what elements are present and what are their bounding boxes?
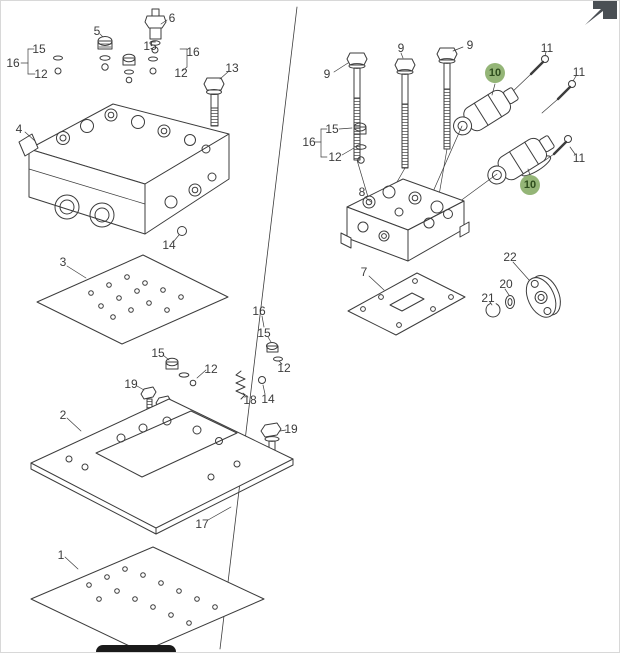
part-callout-12[interactable]: 12 (328, 150, 342, 164)
ball-14-drawing (258, 376, 266, 395)
part-callout-15[interactable]: 15 (151, 346, 165, 360)
part-callout-17[interactable]: 17 (195, 517, 209, 531)
part-callout-21[interactable]: 21 (481, 291, 495, 305)
part-callout-11[interactable]: 11 (572, 151, 586, 165)
plug-5-drawing (97, 33, 113, 71)
part-callout-6[interactable]: 6 (168, 11, 176, 25)
valve-plate-2-drawing (30, 398, 294, 535)
sensor-6-drawing (144, 8, 168, 54)
part-callout-12[interactable]: 12 (277, 361, 291, 375)
part-callout-11[interactable]: 11 (540, 41, 554, 55)
part-callout-14[interactable]: 14 (261, 392, 275, 406)
washer-set-mid-drawing (148, 48, 188, 75)
solenoid-10-lower-drawing (447, 135, 555, 211)
separator-plate-3-drawing (36, 254, 229, 345)
part-callout-18[interactable]: 18 (243, 393, 257, 407)
part-callout-4[interactable]: 4 (15, 122, 23, 136)
part-callout-15[interactable]: 15 (32, 42, 46, 56)
part-callout-14[interactable]: 14 (162, 238, 176, 252)
bolt-13-drawing (203, 70, 230, 127)
plug-small-drawing (122, 53, 136, 84)
part-callout-2[interactable]: 2 (59, 408, 67, 422)
part-callout-15[interactable]: 15 (325, 122, 339, 136)
part-callout-16[interactable]: 16 (252, 304, 266, 318)
plug-pair-on-plate2-drawing (162, 354, 207, 387)
part-callout-12[interactable]: 12 (204, 362, 218, 376)
part-callout-13[interactable]: 13 (225, 61, 239, 75)
part-callout-15[interactable]: 15 (257, 326, 271, 340)
part-callout-12[interactable]: 12 (34, 67, 48, 81)
coupler-20-21-22-drawing (485, 261, 561, 318)
solenoid-10-upper-drawing (431, 83, 519, 195)
valve-block-8-drawing (340, 148, 470, 262)
part-callout-9[interactable]: 9 (466, 38, 474, 52)
part-callout-16[interactable]: 16 (6, 56, 20, 70)
part-callout-10-highlighted[interactable]: 10 (485, 63, 505, 83)
part-callout-15[interactable]: 15 (143, 39, 157, 53)
part-callout-9[interactable]: 9 (323, 67, 331, 81)
part-callout-5[interactable]: 5 (93, 24, 101, 38)
part-callout-12[interactable]: 12 (174, 66, 188, 80)
plate-7-drawing (347, 272, 466, 336)
part-callout-20[interactable]: 20 (499, 277, 513, 291)
screws-11-drawing (508, 51, 577, 162)
part-callout-10-highlighted[interactable]: 10 (520, 175, 540, 195)
part-callout-9[interactable]: 9 (397, 41, 405, 55)
part-callout-7[interactable]: 7 (360, 265, 368, 279)
leader-17 (207, 506, 232, 521)
plug-right-bracket-drawing (314, 122, 367, 164)
part-callout-19[interactable]: 19 (124, 377, 138, 391)
plug-upper-right-drawing (261, 315, 283, 365)
spring-18-drawing (235, 370, 249, 400)
nav-arrow-icon[interactable] (579, 1, 619, 31)
part-callout-11[interactable]: 11 (572, 65, 586, 79)
bottom-ui-fragment[interactable] (96, 645, 176, 652)
part-callout-19[interactable]: 19 (284, 422, 298, 436)
part-callout-1[interactable]: 1 (57, 548, 65, 562)
bottom-plate-1-drawing (30, 546, 265, 652)
assembly-axis-line (219, 6, 298, 650)
washer-set-left-drawing (20, 48, 63, 75)
oring-14-drawing (173, 226, 187, 242)
valve-body-4-drawing (18, 103, 230, 235)
part-callout-3[interactable]: 3 (59, 255, 67, 269)
part-callout-8[interactable]: 8 (358, 185, 366, 199)
part-callout-22[interactable]: 22 (503, 250, 517, 264)
part-callout-16[interactable]: 16 (186, 45, 200, 59)
part-callout-16[interactable]: 16 (302, 135, 316, 149)
